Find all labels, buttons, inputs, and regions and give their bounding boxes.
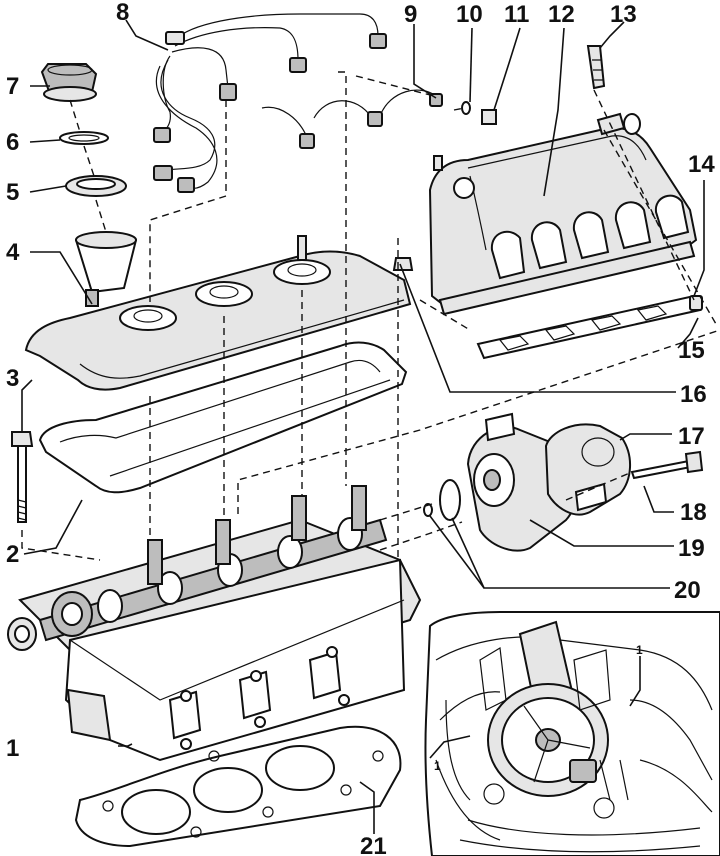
callout-5: 5: [6, 179, 19, 206]
cylinder-head: [7, 485, 422, 762]
callout-18: 18: [680, 499, 707, 526]
callout-13: 13: [610, 1, 637, 28]
inset-callout-1b: 1: [636, 643, 643, 657]
manifold-gasket: [476, 294, 702, 360]
inset-installed-view: [424, 611, 720, 856]
callout-8: 8: [116, 0, 129, 26]
callout-11: 11: [504, 1, 529, 28]
cylinder-head-bolt: [11, 431, 34, 523]
pump-bolt: [630, 450, 704, 480]
callout-19: 19: [678, 535, 705, 562]
callout-12: 12: [548, 1, 575, 28]
callout-14: 14: [688, 151, 715, 178]
valve-cover-gasket: [38, 341, 408, 494]
callout-20: 20: [674, 577, 701, 604]
vacuum-pump-o-ring: [423, 479, 461, 521]
bolt-small: [481, 109, 497, 125]
cylinder-head-gasket: [74, 725, 402, 848]
tandem-pump-cover: [544, 423, 632, 516]
callout-6: 6: [6, 129, 19, 156]
callout-10: 10: [456, 1, 483, 28]
callout-21: 21: [360, 833, 387, 856]
filler-neck-gasket: [65, 175, 127, 197]
manifold-stud-small: [689, 295, 703, 311]
manifold-stud: [586, 45, 606, 90]
callout-leaders: [21, 19, 705, 834]
cover-fitting: [392, 257, 414, 271]
callout-7: 7: [6, 73, 19, 100]
oil-filler-cap: [40, 63, 98, 102]
callout-1: 1: [6, 735, 19, 762]
leak-off-line: [261, 89, 443, 149]
callout-16: 16: [680, 381, 707, 408]
callout-15: 15: [678, 337, 705, 364]
callout-4: 4: [6, 239, 20, 266]
cap-seal-ring: [59, 131, 109, 145]
callout-labels: 1 2 3 4 5 6 7 8 9 10 11 12 13 14 15 16 1…: [6, 0, 715, 856]
callout-17: 17: [678, 423, 705, 450]
assembly-lines: [21, 71, 720, 561]
callout-3: 3: [6, 365, 19, 392]
inset-callout-1a: 1: [434, 759, 441, 773]
washer: [461, 101, 471, 115]
valve-cover: [24, 231, 412, 391]
injection-pipes: [153, 13, 387, 193]
intake-manifold: [428, 112, 698, 316]
callout-9: 9: [404, 1, 417, 28]
callout-2: 2: [6, 541, 19, 568]
